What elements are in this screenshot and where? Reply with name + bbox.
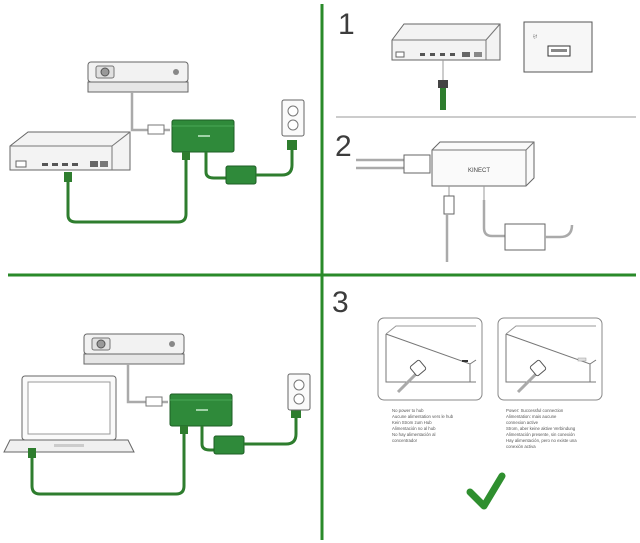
outlet-icon — [281, 99, 305, 137]
note-line: Power: Successful connection — [506, 408, 564, 413]
note-line: Aucune alimentation vers le hub — [392, 414, 454, 419]
kinect-sensor — [83, 333, 185, 365]
xbox-console — [9, 131, 131, 171]
power-cable-wall — [256, 148, 294, 177]
panel-step-1: ﾓｸ — [391, 21, 593, 110]
note-line: Strom, aber keine aktive Verbindung — [506, 426, 576, 431]
note-line: No power to hub — [392, 408, 424, 413]
usb-port-closeup: ﾓｸ — [523, 21, 593, 73]
kinect-adapter-hub: KINECT — [431, 141, 535, 187]
power-cable-hub — [204, 152, 226, 180]
console-rear — [391, 23, 501, 61]
panel-pc-setup — [3, 333, 311, 496]
closeup-power — [497, 317, 603, 401]
note-line: connexion active — [506, 420, 539, 425]
panel-xbox-setup — [9, 61, 305, 224]
note-line: No hay alimentación al — [392, 432, 436, 437]
note-line: concentrador — [392, 438, 418, 443]
note-line: Kein Strom zum Hub — [392, 420, 432, 425]
kinect-adapter-hub — [171, 119, 235, 153]
outlet-icon — [287, 373, 311, 411]
checkmark-icon — [466, 472, 506, 510]
note-line: conexión activa — [506, 444, 536, 449]
step-number: 1 — [338, 8, 355, 41]
step-number: 3 — [332, 286, 349, 319]
panel-step-2: KINECT — [356, 141, 574, 262]
kinect-cable — [130, 92, 170, 132]
note-line: Alimentación no al hub — [392, 426, 436, 431]
note-line: Alimentation: mais aucune — [506, 414, 557, 419]
step-number: 2 — [335, 130, 352, 163]
panel-step-3: No power to hub Aucune alimentation vers… — [377, 317, 603, 510]
adapter-power-cable — [482, 200, 505, 238]
kinect-adapter-hub — [169, 393, 233, 427]
hub-label: KINECT — [468, 168, 490, 174]
port-sticker: ﾓｸ — [533, 34, 537, 39]
laptop — [3, 375, 135, 453]
closeup-no-power — [377, 317, 483, 401]
kinect-sensor — [87, 61, 189, 93]
usb-cable-to-console — [66, 158, 188, 224]
note-no-power: No power to hub Aucune alimentation vers… — [392, 408, 454, 443]
note-line: Hay alimentación, pero no existe una — [506, 438, 577, 443]
note-line: Alimentación presente, sin conexión — [506, 432, 575, 437]
note-power: Power: Successful connection Alimentatio… — [506, 408, 578, 449]
